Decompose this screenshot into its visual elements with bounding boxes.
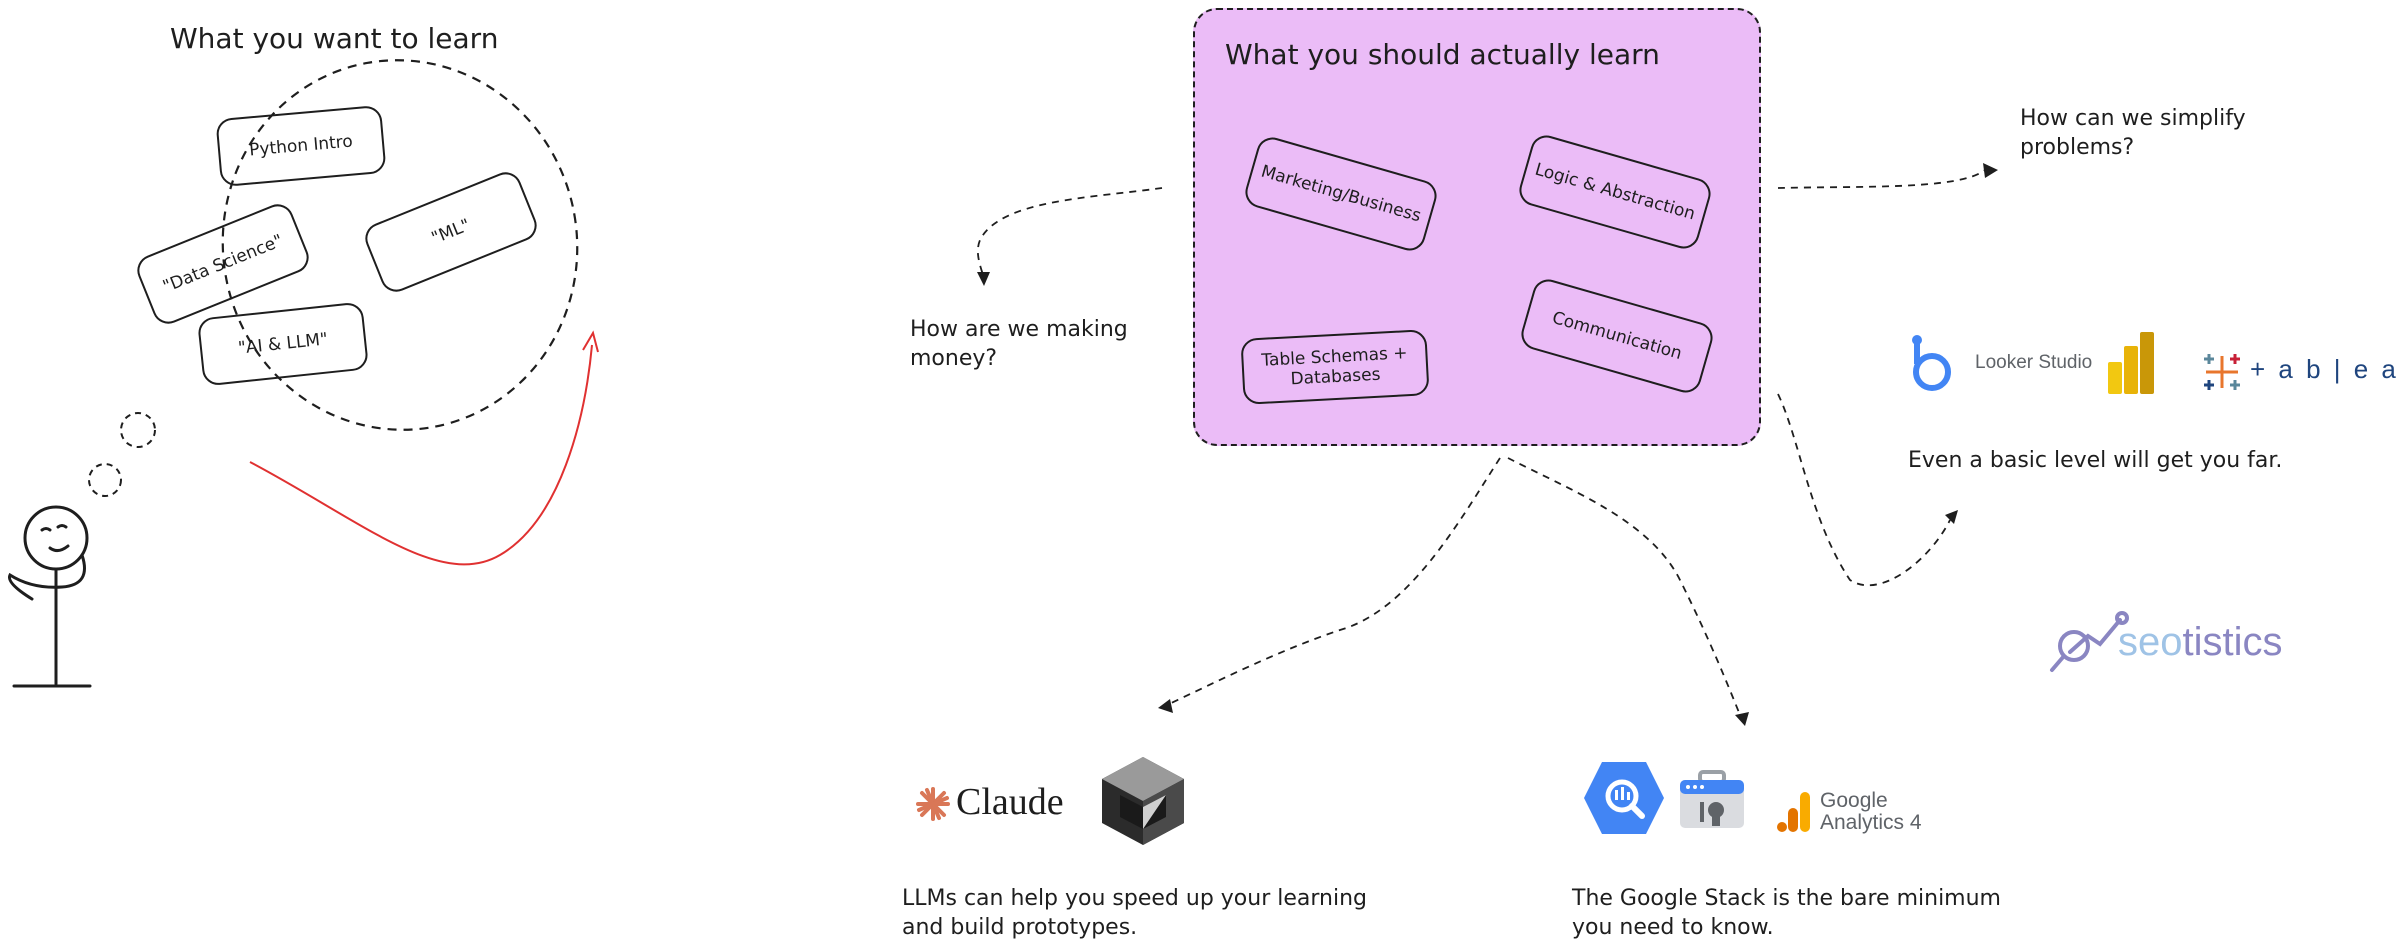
claude-label: Claude [956,781,1064,823]
tableau-label: + a b | e a u [2250,354,2400,384]
stick-figure [7,505,92,688]
thought-dot-large [120,412,156,448]
power-bi-icon [2108,332,2154,394]
arrowhead-money [977,272,990,286]
thought-bubble [221,59,579,431]
ga-label-line2: Analytics 4 [1820,811,1922,834]
looker-studio-icon [1912,335,1951,391]
google-caption-line2: you need to know. [1572,915,1774,940]
board-title: What you should actually learn [1225,38,1660,71]
looker-studio-label: Looker Studio [1975,352,2093,373]
claude-burst-icon [916,787,950,821]
question-simplify: How can we simplify problems? [2020,106,2246,160]
arrow-to-bi [1777,393,1951,587]
seotistics-icon [2050,611,2129,672]
tableau-icon [2204,354,2240,390]
arrowhead-llm [1158,699,1173,713]
bi-caption: Even a basic level will get you far. [1908,448,2283,473]
skills-board [1193,8,1761,446]
arrow-to-llm [1164,457,1501,707]
red-arrow [249,344,593,566]
red-arrow-head [582,330,599,353]
ga-label-line1: Google [1820,789,1888,812]
arrowhead-google [1735,712,1749,726]
seotistics-tistics: tistics [2182,620,2283,664]
llm-caption-line1: LLMs can help you speed up your learning [902,886,1367,911]
arrow-to-google [1507,457,1743,721]
google-caption-line1: The Google Stack is the bare minimum [1572,886,2001,911]
arrowhead-simplify [1983,163,1998,178]
thought-dot-small [88,463,122,497]
google-analytics-label: Google Analytics 4 [1820,790,1922,834]
left-title: What you want to learn [170,22,499,55]
bigquery-icon [1584,762,1664,834]
tag-manager-toolbox-icon [1680,770,1744,828]
seotistics-wordmark: seotistics [2118,620,2283,665]
llm-caption-line2: and build prototypes. [902,915,1138,940]
google-analytics-icon [1777,792,1810,832]
arrow-to-money [977,187,1163,276]
arrow-to-simplify [1777,169,1986,189]
seotistics-seo: seo [2118,620,2183,664]
arrowhead-bi [1945,510,1958,524]
question-money: How are we making money? [910,317,1128,371]
llm-cube-icon [1102,757,1184,845]
